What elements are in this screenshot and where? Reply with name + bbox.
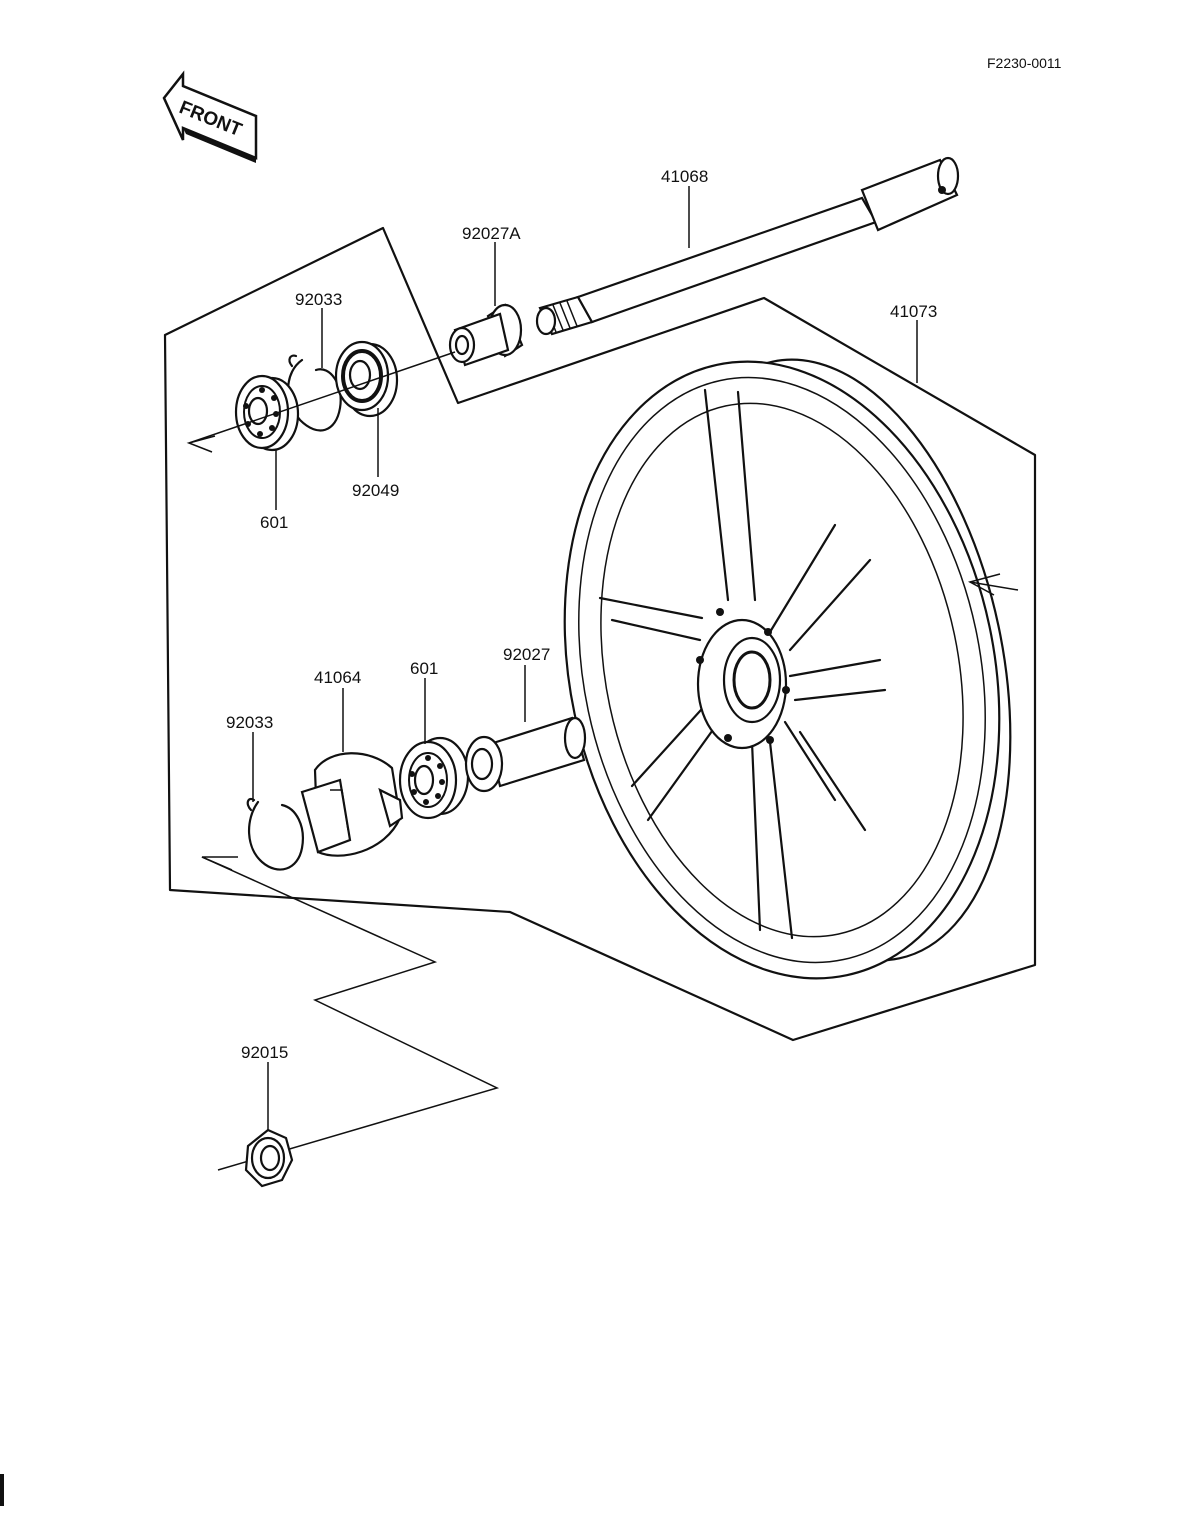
label-601-top: 601 — [260, 513, 288, 532]
label-41073: 41073 — [890, 302, 937, 321]
front-arrow-icon: FRONT — [162, 70, 258, 163]
wheel — [563, 358, 1012, 980]
label-92027: 92027 — [503, 645, 550, 664]
bearing-bottom — [398, 736, 470, 820]
label-92033-bottom: 92033 — [226, 713, 273, 732]
group-outline-top — [163, 226, 1037, 1042]
collar-92027a — [448, 303, 524, 367]
collar-92027 — [464, 716, 587, 793]
label-92033-top: 92033 — [295, 290, 342, 309]
oil-seal — [334, 340, 399, 418]
axle-nut — [244, 1128, 294, 1188]
page-mark — [0, 1474, 4, 1506]
gear-housing — [300, 752, 404, 857]
label-92015: 92015 — [241, 1043, 288, 1062]
label-92049: 92049 — [352, 481, 399, 500]
leader-lines — [252, 186, 918, 1130]
axle — [535, 156, 960, 336]
label-41064: 41064 — [314, 668, 361, 687]
circlip-bottom — [247, 800, 304, 871]
label-601-bottom: 601 — [410, 659, 438, 678]
label-41068: 41068 — [661, 167, 708, 186]
label-92027a: 92027A — [462, 224, 521, 243]
figure-code: F2230-0011 — [987, 55, 1062, 71]
nut-leader-line — [201, 856, 500, 1171]
bearing-top — [234, 374, 300, 452]
